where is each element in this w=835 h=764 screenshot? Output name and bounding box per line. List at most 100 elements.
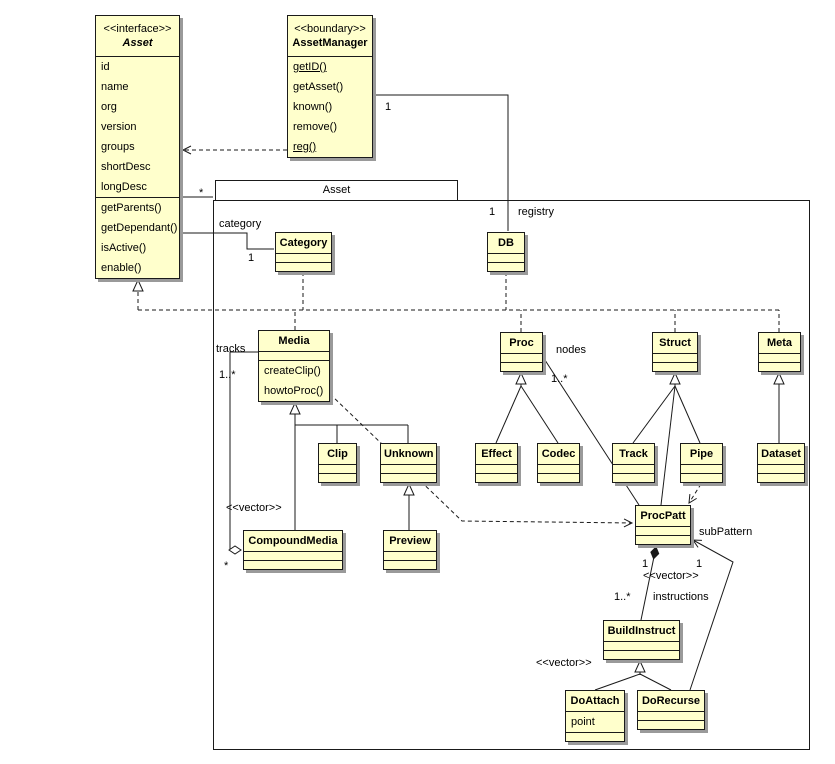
member: name [101,81,129,93]
member: version [101,121,137,133]
methods-compartment: getParents()getDependant()isActive()enab… [96,197,179,278]
attributes-compartment [384,551,436,560]
class-title: Pipe [681,444,722,464]
class-name: BuildInstruct [607,625,676,637]
class-title: DoRecurse [638,691,704,711]
class-title: Preview [384,531,436,551]
role-label-instructions: instructions [653,591,709,603]
methods-compartment [681,473,722,482]
class-name: Codec [541,448,576,460]
edge-gen-procpatt-struct [660,385,676,506]
stereotype-vector-compoundmedia: <<vector>> [226,502,282,514]
class-buildinstruct: BuildInstruct [603,620,680,660]
stereotype-label: <<interface>> [103,23,172,35]
class-title: Codec [538,444,579,464]
edge-procpatt-buildinstruct-composition [640,546,660,621]
class-preview: Preview [383,530,437,570]
multiplicity-procpatt: 1 [642,558,649,570]
member: org [101,101,117,113]
member: remove() [293,121,338,133]
attributes-compartment [501,353,542,362]
member: longDesc [101,181,147,193]
package-frame-tab: Asset [215,180,458,201]
methods-compartment [244,560,342,569]
class-name: Asset [122,37,153,49]
attributes-compartment [276,253,331,262]
multiplicity-asset-package: * [199,187,204,199]
multiplicity-db: 1 [489,206,496,218]
methods-compartment [604,650,679,659]
methods-compartment: createClip()howtoProc() [259,360,329,401]
member: isActive() [101,242,147,254]
edge-gen-codec [520,385,559,444]
edge-media-procpatt-dep [329,393,634,528]
class-title: Clip [319,444,356,464]
role-label-tracks: tracks [216,343,246,355]
class-meta: Meta [758,332,801,372]
role-label-category: category [219,218,262,230]
stereotype-label: <<boundary>> [294,23,366,35]
class-assetmanager: <<boundary>> AssetManager getID() getAsse… [287,15,373,158]
class-title: Proc [501,333,542,353]
class-pipe: Pipe [680,443,723,483]
attributes-compartment [538,464,579,473]
methods-compartment [638,720,704,729]
multiplicity-instructions: 1..* [614,591,631,603]
class-name: Unknown [384,448,434,460]
class-name: Dataset [761,448,801,460]
edge-dorecurse-procpatt-subpattern [689,539,734,691]
multiplicity-tracks: 1..* [219,369,236,381]
class-unknown: Unknown [380,443,437,483]
class-name: Track [619,448,648,460]
attributes-compartment [653,353,697,362]
multiplicity-nodes: 1..* [551,373,568,385]
class-name: CompoundMedia [248,535,338,547]
methods-compartment [276,262,331,271]
edge-assetmanager-db-registry [373,94,509,231]
multiplicity-compoundmedia: * [224,560,229,572]
member: groups [101,141,135,153]
member: getParents() [101,202,162,214]
class-name: Meta [766,337,793,349]
attributes-compartment [759,353,800,362]
class-clip: Clip [318,443,357,483]
member: howtoProc() [264,385,324,397]
class-struct: Struct [652,332,698,372]
class-title: <<boundary>> AssetManager [288,16,372,56]
member: getID() [293,61,327,73]
class-name: Category [279,237,328,249]
class-db: DB [487,232,525,272]
methods-compartment [613,473,654,482]
member: getAsset() [293,81,344,93]
attributes-compartment [638,711,704,720]
methods-compartment [636,535,690,544]
class-title: CompoundMedia [244,531,342,551]
member: getDependant() [101,222,178,234]
methods-compartment [653,362,697,371]
attributes-compartment [488,253,524,262]
methods-compartment [538,473,579,482]
class-name: DoAttach [570,695,620,707]
class-title: Media [259,331,329,351]
class-name: DB [498,237,514,249]
member: known() [293,101,333,113]
class-title: DB [488,233,524,253]
class-title: Struct [653,333,697,353]
attributes-compartment: point [566,711,624,732]
class-name: AssetManager [292,37,368,49]
class-dataset: Dataset [757,443,805,483]
methods-compartment: getID()getAsset()known()remove()reg() [288,56,372,157]
attributes-compartment [319,464,356,473]
class-title: <<interface>> Asset [96,16,179,56]
member: id [101,61,110,73]
attributes-compartment [604,641,679,650]
methods-compartment [759,362,800,371]
class-doattach: DoAttach point [565,690,625,742]
package-frame-label: Asset [322,184,351,196]
class-name: Preview [389,535,431,547]
methods-compartment [758,473,804,482]
class-title: Effect [476,444,517,464]
methods-compartment [566,732,624,741]
